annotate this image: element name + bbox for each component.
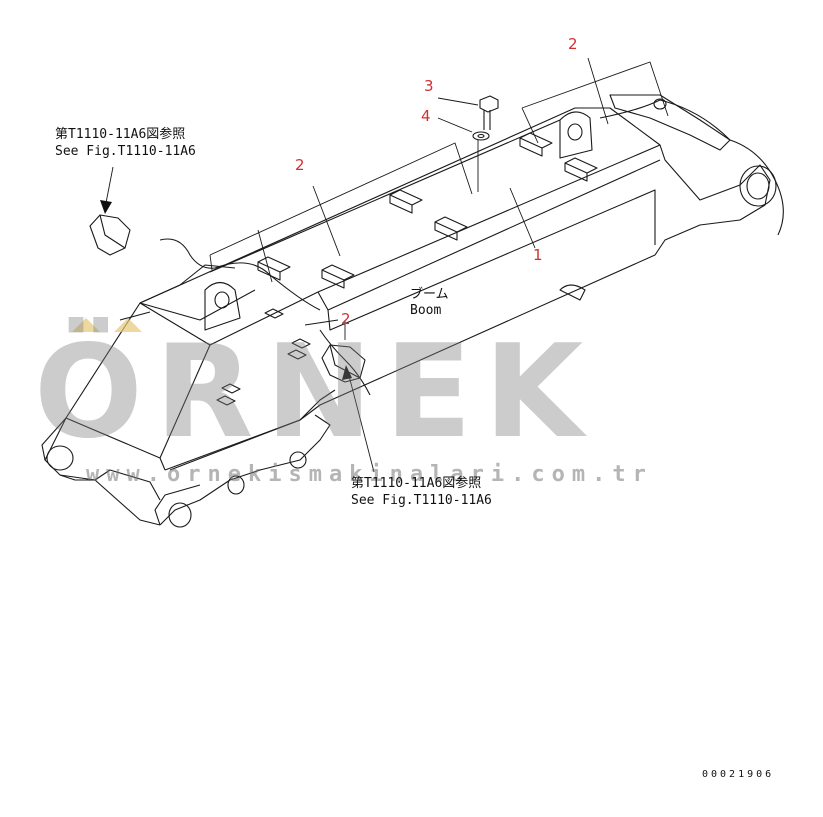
arrow-head-upper	[100, 200, 112, 214]
ref-lower-jp: 第T1110-11A6図参照	[351, 476, 482, 491]
ref-upper-left-en: See Fig.T1110-11A6	[55, 144, 196, 159]
bolt-and-washer	[472, 95, 499, 141]
callout-4: 4	[421, 107, 431, 125]
watermark-url: www.ornekismakinalari.com.tr	[86, 462, 653, 487]
callout-2-mid: 2	[295, 156, 305, 174]
callout-3: 3	[424, 77, 434, 95]
leader-lines	[104, 57, 669, 473]
watermark-umlaut-right	[114, 318, 142, 332]
watermark-umlaut-left	[72, 318, 100, 332]
callout-2-lower: 2	[341, 310, 351, 328]
callout-1: 1	[533, 246, 543, 264]
boom-label-en: Boom	[410, 303, 442, 318]
work-lamps	[89, 214, 366, 383]
boom-body	[41, 107, 777, 528]
arrow-head-lower	[342, 365, 352, 380]
drawing-code: 00021906	[702, 769, 775, 780]
boom-label-jp: ブーム	[410, 287, 449, 302]
ref-lower-en: See Fig.T1110-11A6	[351, 493, 492, 508]
watermark-brand: ÖRNEK	[34, 318, 596, 467]
callout-2-top: 2	[568, 35, 578, 53]
end-fittings	[609, 94, 731, 151]
ref-upper-left-jp: 第T1110-11A6図参照	[55, 127, 186, 142]
